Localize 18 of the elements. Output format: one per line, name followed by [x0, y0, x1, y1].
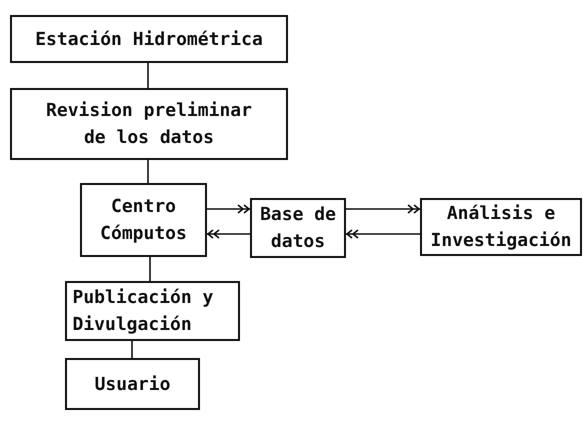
process-box [10, 15, 288, 63]
process-box [80, 183, 207, 257]
box-label: Centro Cómputos [99, 195, 188, 246]
connector-line [147, 63, 149, 88]
process-box [65, 281, 240, 341]
box-label: Estación Hidrométrica [35, 28, 263, 52]
box-label: Publicación y Divulgación [72, 286, 214, 337]
connector-line [147, 160, 149, 183]
box-label: Análisis e Investigación [430, 202, 572, 253]
process-box [250, 198, 346, 258]
process-box [65, 358, 200, 410]
process-box [10, 88, 288, 160]
process-box [420, 198, 582, 256]
box-label: Base de datos [259, 203, 337, 254]
connector-line [131, 341, 133, 358]
box-label: Revision preliminar de los datos [45, 99, 253, 150]
box-label: Usuario [94, 372, 170, 396]
connector-line [149, 257, 151, 281]
